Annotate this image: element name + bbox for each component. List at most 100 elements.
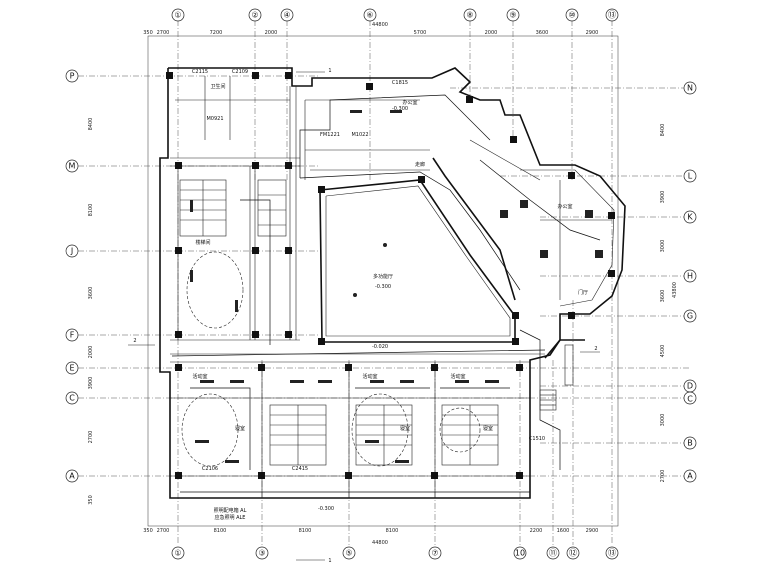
dim-bottom-total: 44800 (372, 540, 388, 546)
dim-left-6: 350 (88, 495, 94, 505)
axis-label-right-C: C (687, 395, 693, 404)
room-label: 多功能厅 (373, 273, 393, 280)
opening-tag: C2109 (232, 69, 248, 75)
opening-tag: C2106 (202, 466, 218, 472)
dim-bottom-3: 8100 (299, 528, 312, 534)
dim-left-4: 3900 (88, 377, 94, 390)
dim-bottom-6: 1600 (557, 528, 570, 534)
dim-right-1: 3900 (660, 191, 666, 204)
opening-tags: C2115 C2109 C1815 M1022 M0921 FM1221 C15… (192, 69, 545, 472)
axis-label-bottom-11: ⑪ (549, 549, 557, 558)
room-label: 楼梯间 (195, 239, 210, 246)
opening-tag: C1815 (392, 80, 408, 86)
axis-label-right-G: G (687, 312, 693, 321)
opening-tag: C1510 (529, 436, 545, 442)
axis-label-right-D: D (687, 382, 693, 391)
wiring (171, 94, 601, 493)
axis-label-top-8: ⑧ (466, 11, 473, 20)
grid-bubbles-left: P M J F E C A (65, 69, 79, 483)
dim-left-0: 8400 (88, 118, 94, 131)
level-mark: -0.020 (372, 344, 388, 350)
room-label: 办公室 (557, 203, 572, 210)
axis-label-bottom-7: ⑦ (431, 549, 438, 558)
dim-bottom-0: 350 (143, 528, 153, 534)
axis-label-top-10: ⑩ (568, 11, 575, 20)
stairs (179, 179, 499, 466)
room-label: 走廊 (415, 161, 425, 168)
dim-left-2: 3600 (88, 287, 94, 300)
section-mark-top: 1 (328, 68, 331, 74)
level-mark: -0.300 (318, 506, 334, 512)
room-label: 办公室 (402, 99, 417, 106)
room-label: 门厅 (578, 289, 588, 296)
room-labels: 活动室 活动室 活动室 寝室 寝室 寝室 多功能厅 办公室 办公室 卫生间 楼梯… (192, 83, 588, 432)
room-label: 卫生间 (210, 83, 225, 90)
axis-label-left-P: P (70, 72, 75, 81)
section-mark-left: 2 (133, 338, 136, 344)
axis-label-top-6: ⑥ (366, 11, 373, 20)
dim-top-6: 3600 (536, 30, 549, 36)
dimension-labels: 350 2700 7200 2000 5700 2000 3600 2900 4… (88, 22, 678, 546)
axis-label-top-2: ② (251, 11, 258, 20)
dim-right-6: 2700 (660, 470, 666, 483)
axis-label-right-A: A (687, 472, 693, 481)
dim-bottom-5: 2200 (530, 528, 543, 534)
dim-left-1: 8100 (88, 204, 94, 217)
axis-label-top-13: ⑬ (608, 11, 616, 20)
dim-top-1: 2700 (157, 30, 170, 36)
axis-label-left-F: F (70, 331, 75, 340)
axis-label-right-K: K (687, 213, 693, 222)
opening-tag: C2415 (292, 466, 308, 472)
axis-label-left-M: M (69, 162, 76, 171)
room-label: 寝室 (400, 425, 410, 432)
dim-top-5: 2000 (485, 30, 498, 36)
axis-label-bottom-10: 10 (515, 549, 525, 558)
room-label: 寝室 (235, 425, 245, 432)
grid-bubbles-bottom: ① ③ ⑤ ⑦ 10 ⑪ ⑫ ⑬ (171, 546, 619, 560)
dim-left-3: 2000 (88, 346, 94, 359)
section-mark-right: 2 (594, 346, 597, 352)
dim-right-total: 43800 (672, 282, 678, 298)
section-mark-bottom: 1 (328, 558, 331, 564)
dim-left-5: 2700 (88, 431, 94, 444)
level-mark: -0.300 (375, 284, 391, 290)
dim-right-3: 3600 (660, 290, 666, 303)
axis-label-bottom-12: ⑫ (569, 549, 577, 558)
axis-label-left-C: C (69, 394, 75, 403)
light-fixtures (190, 110, 603, 463)
axis-label-left-A: A (69, 472, 75, 481)
axis-label-right-B: B (687, 439, 693, 448)
axis-label-top-9: ⑨ (509, 11, 516, 20)
circular-features (181, 251, 481, 467)
axis-label-bottom-1: ① (174, 549, 181, 558)
dim-right-2: 3000 (660, 240, 666, 253)
legend-note: 应急照明 ALE (215, 514, 246, 521)
axis-label-left-E: E (69, 364, 74, 373)
axis-label-top-4: ④ (283, 11, 290, 20)
dim-right-4: 4500 (660, 345, 666, 358)
dim-right-5: 3000 (660, 414, 666, 427)
opening-tag: FM1221 (320, 132, 340, 138)
opening-tag: M1022 (351, 132, 368, 138)
room-label: 活动室 (362, 373, 377, 380)
dim-bottom-4: 8100 (386, 528, 399, 534)
axis-label-left-J: J (70, 247, 73, 256)
axis-label-top-1: ① (174, 11, 181, 20)
opening-tag: M0921 (206, 116, 223, 122)
level-mark: -0.300 (392, 106, 408, 112)
grid-bubbles-right: N L K H G D C B A (683, 81, 697, 483)
room-label: 寝室 (483, 425, 493, 432)
dim-bottom-2: 8100 (214, 528, 227, 534)
opening-tag: C2115 (192, 69, 208, 75)
axis-label-right-H: H (687, 272, 693, 281)
dim-top-0: 350 (143, 30, 153, 36)
dim-top-4: 5700 (414, 30, 427, 36)
dim-right-0: 8400 (660, 124, 666, 137)
dim-top-total: 44800 (372, 22, 388, 28)
axis-label-right-N: N (687, 84, 693, 93)
entry-steps (539, 344, 574, 411)
dim-top-7: 2900 (586, 30, 599, 36)
axis-label-bottom-5: ⑤ (345, 549, 352, 558)
section-marks: 1 1 2 2 (128, 68, 600, 564)
level-marks: -0.300 -0.020 -0.300 -0.300 照明配电箱 AL 应急照… (214, 106, 408, 521)
